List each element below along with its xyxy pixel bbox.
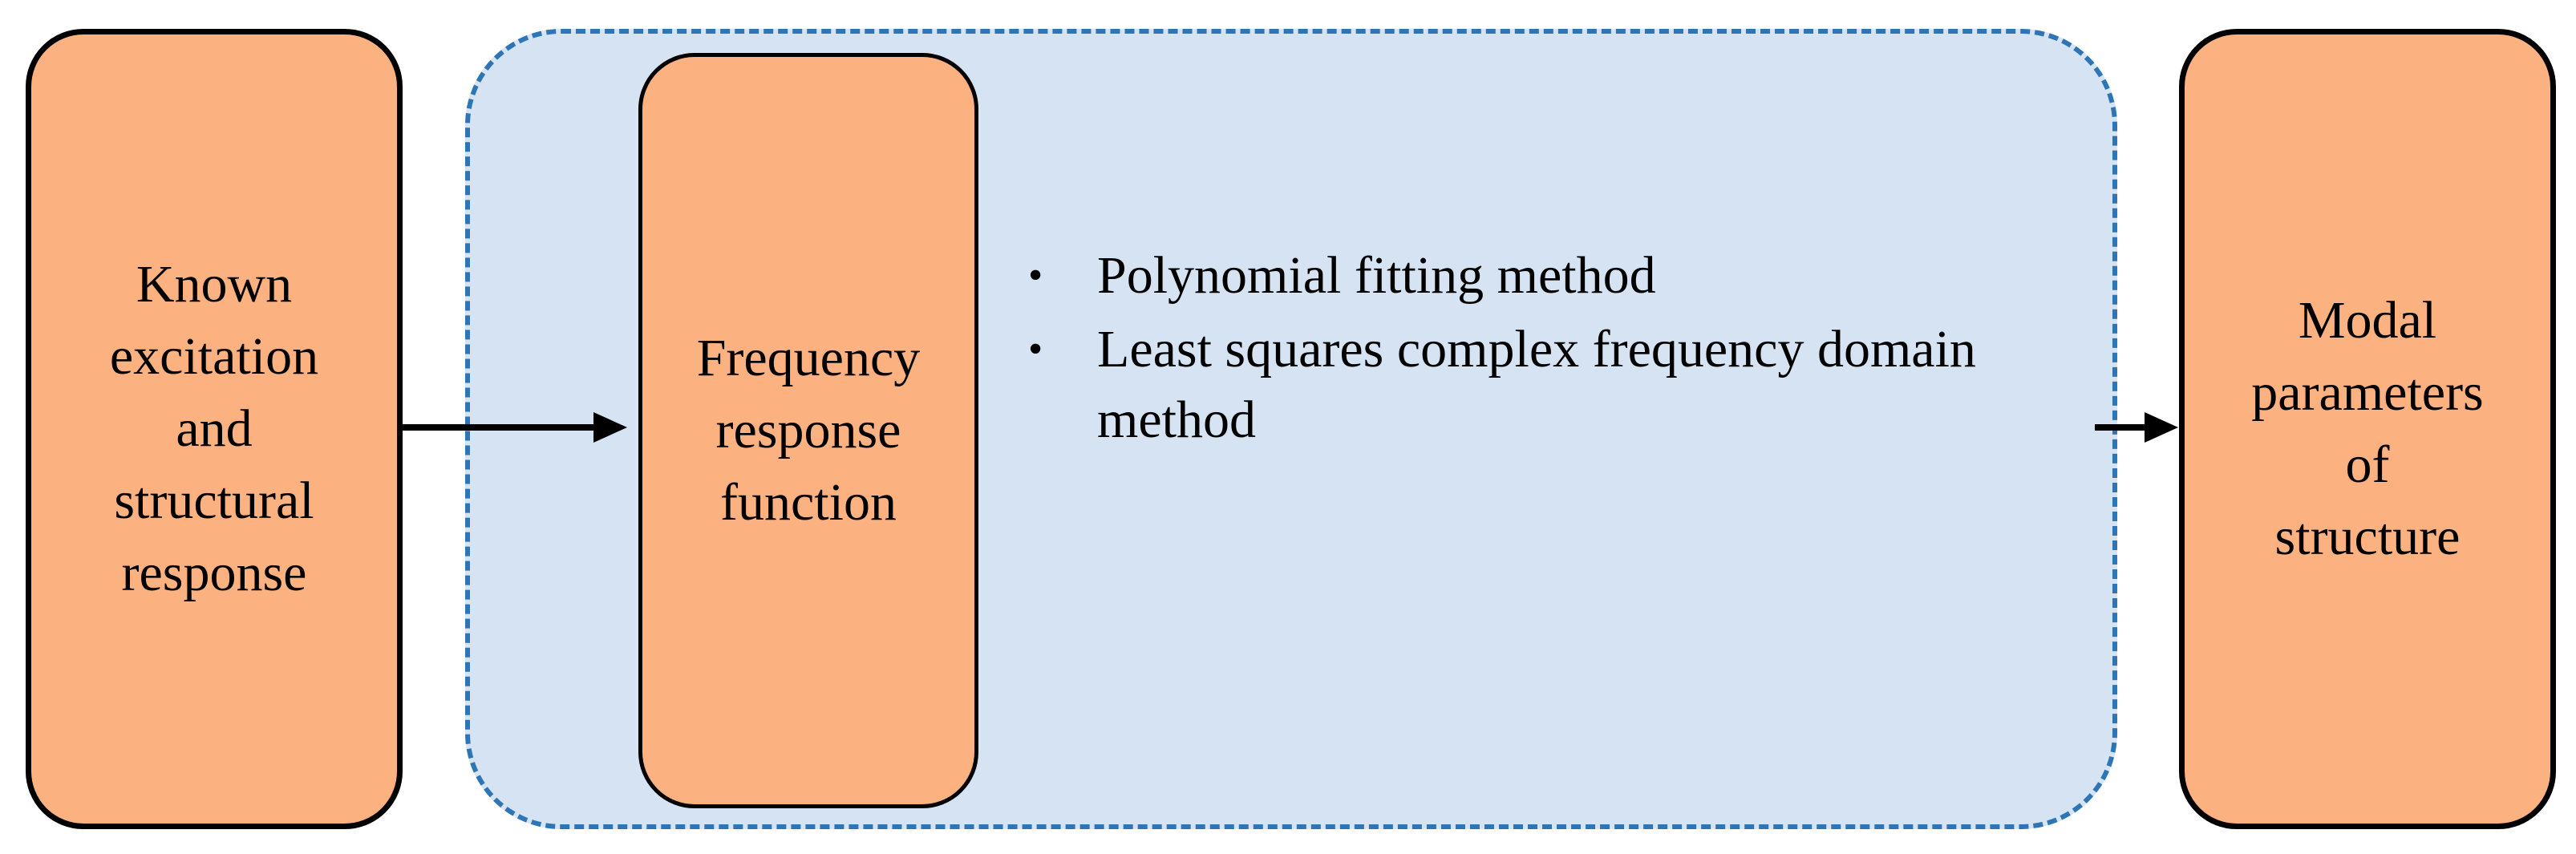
arrow-to-frf-icon	[401, 412, 627, 443]
method-item-least-squares: • Least squares complex frequency domain…	[1011, 314, 2053, 455]
known-excitation-label: Known excitation and structural response	[109, 255, 319, 602]
modal-parameters-label: Modal parameters of structure	[2251, 291, 2484, 566]
method-label: Polynomial fitting method	[1097, 246, 1656, 305]
method-item-polynomial: • Polynomial fitting method	[1011, 241, 2053, 311]
bullet-icon: •	[1028, 326, 1043, 372]
modal-parameters-box: Modal parameters of structure	[2179, 29, 2556, 829]
arrow-to-modal-parameters-icon	[2095, 412, 2178, 443]
frequency-response-function-label: Frequency response function	[696, 329, 921, 532]
method-list: • Polynomial fitting method • Least squa…	[1011, 241, 2053, 459]
method-label: Least squares complex frequency domain m…	[1097, 320, 1976, 449]
known-excitation-box: Known excitation and structural response	[26, 29, 403, 829]
bullet-icon: •	[1028, 253, 1043, 298]
frequency-response-function-box: Frequency response function	[638, 53, 978, 808]
